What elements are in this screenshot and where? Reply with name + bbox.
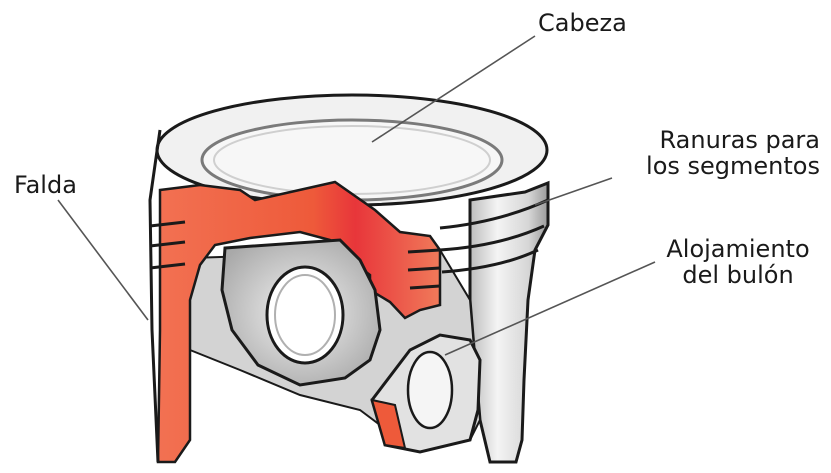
piston-crown-bowl (202, 120, 502, 200)
piston-skirt-right (470, 183, 548, 462)
label-ranuras-line1: Ranuras para (602, 127, 820, 153)
leader-falda (58, 200, 148, 320)
label-falda: Falda (14, 172, 77, 198)
pin-bore (267, 267, 343, 363)
label-alojamiento-line2: del bulón (648, 262, 828, 288)
label-alojamiento-del-bulon: Alojamiento del bulón (648, 236, 828, 288)
label-falda-text: Falda (14, 172, 77, 198)
label-ranuras-para-los-segmentos: Ranuras para los segmentos (602, 127, 820, 179)
label-ranuras-line2: los segmentos (602, 153, 820, 179)
label-alojamiento-line1: Alojamiento (648, 236, 828, 262)
label-cabeza: Cabeza (538, 10, 627, 36)
label-cabeza-text: Cabeza (538, 10, 627, 36)
